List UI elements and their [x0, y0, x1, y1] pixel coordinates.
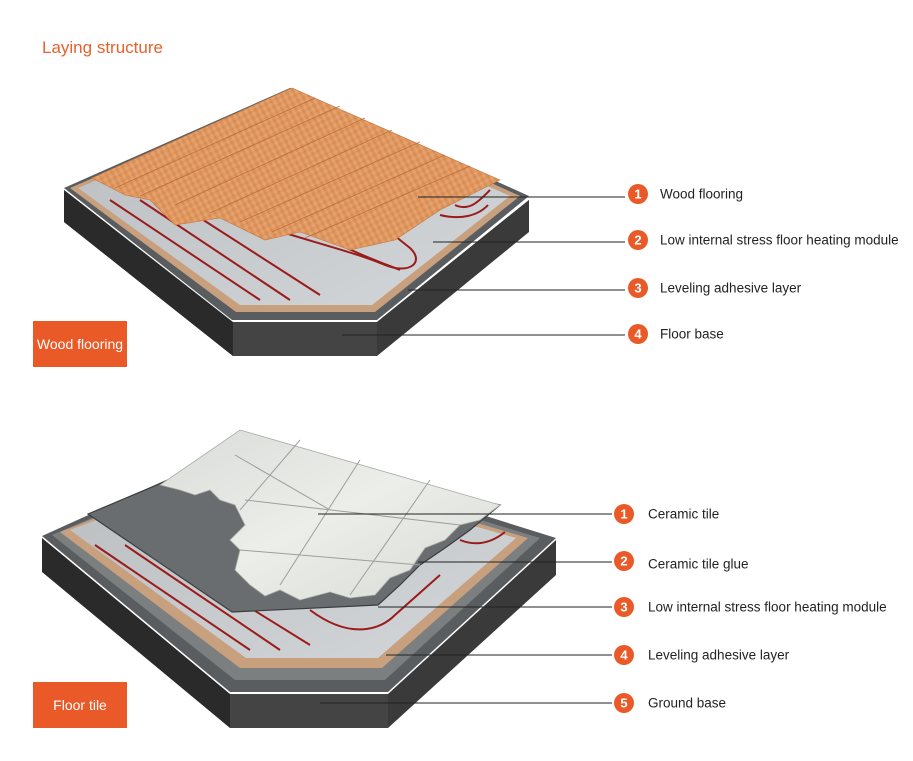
callout-number-badge [628, 184, 648, 204]
callout-number: 2 [634, 233, 641, 248]
callout-number: 4 [620, 648, 628, 663]
callout-number-badge [614, 504, 634, 524]
callout-number: 1 [620, 507, 627, 522]
callout-number-badge [614, 551, 634, 571]
callout-number-badge [614, 597, 634, 617]
callout-number-badge [628, 278, 648, 298]
callout-label: Ceramic tile [648, 507, 719, 522]
callout-label: Leveling adhesive layer [648, 648, 790, 663]
tile-callout-2: 2 Ceramic tile glue [614, 551, 749, 572]
wood-floor-base-front-left [64, 190, 233, 356]
tile-floor-base-front-right [388, 540, 556, 728]
callout-label: Ceramic tile glue [648, 557, 749, 572]
wood-floor-leaders [342, 196, 625, 336]
callout-number-badge [614, 645, 634, 665]
tile-callout-5: 5 Ground base [614, 693, 726, 713]
callout-label: Wood flooring [660, 187, 743, 202]
callout-number-badge [628, 324, 648, 344]
tile-floor-leaders [318, 513, 612, 704]
tile-floor-base-front [230, 694, 388, 728]
callout-number: 2 [620, 554, 627, 569]
tile-floor-callouts: 1 Ceramic tile 2 Ceramic tile glue 3 Low… [614, 504, 887, 713]
wood-callout-3: 3 Leveling adhesive layer [628, 278, 802, 298]
callout-number-badge [614, 693, 634, 713]
tile-callout-4: 4 Leveling adhesive layer [614, 645, 790, 665]
wood-callout-1: 1 Wood flooring [628, 184, 743, 204]
callout-number: 1 [634, 187, 641, 202]
callout-label: Low internal stress floor heating module [648, 600, 887, 615]
wood-callout-4: 4 Floor base [628, 324, 724, 344]
wood-floor-diagram [64, 87, 625, 356]
callout-label: Low internal stress floor heating module [660, 233, 899, 248]
callout-number-badge [628, 230, 648, 250]
callout-label: Ground base [648, 696, 726, 711]
callout-number: 5 [620, 696, 627, 711]
wood-floor-base-front [233, 322, 377, 356]
tile-floor-ceramic-tiles [159, 429, 501, 601]
wood-callout-2: 2 Low internal stress floor heating modu… [628, 230, 899, 250]
page-title: Laying structure [42, 38, 163, 57]
wood-floor-base-front-right [377, 200, 529, 356]
tile-floor-base-front-left [42, 538, 230, 728]
wood-floor-planks [91, 87, 501, 251]
callout-label: Floor base [660, 327, 724, 342]
callout-number: 3 [620, 600, 627, 615]
floor-tile-badge: Floor tile [33, 682, 127, 728]
wood-flooring-badge: Wood flooring [33, 321, 127, 367]
tile-callout-3: 3 Low internal stress floor heating modu… [614, 597, 887, 617]
wood-floor-callouts: 1 Wood flooring 2 Low internal stress fl… [628, 184, 899, 344]
tile-floor-diagram [42, 429, 612, 728]
tile-callout-1: 1 Ceramic tile [614, 504, 719, 524]
callout-label: Leveling adhesive layer [660, 281, 802, 296]
callout-number: 3 [634, 281, 641, 296]
callout-number: 4 [634, 327, 642, 342]
